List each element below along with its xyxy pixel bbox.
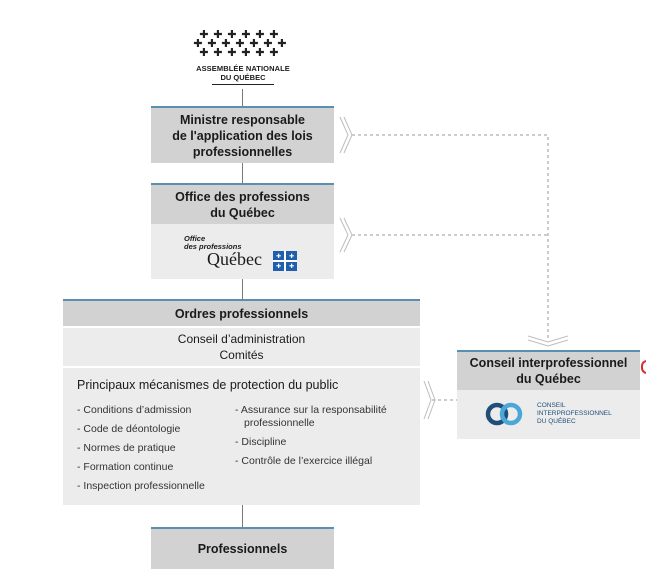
svg-text:✚: ✚ <box>255 28 264 41</box>
svg-text:✚: ✚ <box>221 37 230 50</box>
mecanisme-item-cont: professionnelle <box>244 417 315 429</box>
svg-text:✚: ✚ <box>227 28 236 41</box>
mecanisme-item: - Discipline <box>235 436 287 448</box>
conseil-logo-area: CONSEIL INTERPROFESSIONNEL DU QUÉBEC <box>457 390 640 439</box>
ministre-title: Ministre responsable de l'application de… <box>172 112 313 159</box>
mecanisme-item: - Conditions d’admission <box>77 404 192 416</box>
mecanismes-box: Principaux mécanismes de protection du p… <box>63 368 420 505</box>
office-logo-area: Office des professions Québec ✚ ✚ ✚ ✚ <box>151 224 334 279</box>
svg-text:✚: ✚ <box>241 28 250 41</box>
quebec-flag-icon: ✚ ✚ ✚ ✚ <box>273 251 297 271</box>
cipq-logo-line-3: DU QUÉBEC <box>537 418 576 425</box>
mecanisme-item: - Code de déontologie <box>77 423 181 435</box>
cipq-logo-line-1: CONSEIL <box>537 402 566 409</box>
conseil-title: Conseil interprofessionnel du Québec <box>469 356 628 386</box>
conseil-top-line <box>457 350 640 352</box>
connector-ordres-professionnels <box>242 505 243 527</box>
svg-text:✚: ✚ <box>289 263 294 270</box>
ordres-conseil-box: Conseil d’administration Comités <box>63 326 420 366</box>
logo-line-1: ASSEMBLÉE NATIONALE <box>196 64 290 73</box>
professionnels-box: Professionnels <box>151 527 334 569</box>
assemblee-nationale-logo: ✚✚✚✚✚✚ ✚✚✚✚✚✚✚ ✚✚✚✚✚✚ ASSEMBLÉE NATIONAL… <box>190 28 296 90</box>
mecanisme-item: - Inspection professionnelle <box>77 480 205 492</box>
svg-text:✚: ✚ <box>263 37 272 50</box>
svg-text:✚: ✚ <box>199 28 208 41</box>
ordres-conseil-text: Conseil d’administration Comités <box>177 332 306 362</box>
svg-text:✚: ✚ <box>235 37 244 50</box>
svg-text:✚: ✚ <box>276 263 281 270</box>
svg-text:✚: ✚ <box>227 46 236 59</box>
connector-office-ordres <box>242 279 243 299</box>
office-logo-quebec: Québec <box>207 249 262 269</box>
svg-text:✚: ✚ <box>269 28 278 41</box>
red-edge-mark <box>641 360 646 374</box>
ordres-title-box: Ordres professionnels <box>63 301 420 326</box>
fleur-de-lys-icon: ✚✚✚✚✚✚ ✚✚✚✚✚✚✚ ✚✚✚✚✚✚ <box>193 28 286 59</box>
svg-text:✚: ✚ <box>277 37 286 50</box>
svg-text:✚: ✚ <box>193 37 202 50</box>
mecanismes-title: Principaux mécanismes de protection du p… <box>77 378 339 392</box>
mecanisme-item: - Formation continue <box>77 461 174 473</box>
cipq-logo-line-2: INTERPROFESSIONNEL <box>537 410 612 417</box>
mecanisme-item: - Normes de pratique <box>77 442 176 454</box>
connector-logo-ministre <box>242 89 243 106</box>
conseil-title-box: Conseil interprofessionnel du Québec <box>457 352 640 390</box>
office-box: Office des professions du Québec <box>151 183 334 224</box>
svg-text:✚: ✚ <box>249 37 258 50</box>
logo-underline <box>212 84 274 85</box>
svg-text:✚: ✚ <box>199 46 208 59</box>
ordres-top-line <box>63 299 420 301</box>
svg-text:✚: ✚ <box>276 253 281 260</box>
mecanisme-item: - Contrôle de l’exercice illégal <box>235 455 373 467</box>
cipq-rings-icon <box>485 402 523 426</box>
mecanismes-left-list: - Conditions d’admission - Code de déont… <box>77 401 205 496</box>
office-logo-small-2: des professions <box>184 242 242 251</box>
professionnels-title: Professionnels <box>197 542 288 556</box>
svg-text:✚: ✚ <box>269 46 278 59</box>
svg-text:✚: ✚ <box>289 253 294 260</box>
ministre-box: Ministre responsable de l'application de… <box>151 106 334 163</box>
svg-text:✚: ✚ <box>207 37 216 50</box>
svg-text:✚: ✚ <box>213 28 222 41</box>
logo-line-2: DU QUÉBEC <box>220 73 266 82</box>
connector-ministre-office <box>242 163 243 183</box>
mecanismes-right-list: - Assurance sur la responsabilité profes… <box>235 404 387 471</box>
svg-text:✚: ✚ <box>241 46 250 59</box>
office-logo-small-1: Office <box>184 234 206 243</box>
mecanisme-item: - Assurance sur la responsabilité <box>235 404 387 416</box>
svg-text:✚: ✚ <box>255 46 264 59</box>
office-title: Office des professions du Québec <box>175 189 310 220</box>
ordres-title: Ordres professionnels <box>174 306 309 321</box>
svg-text:✚: ✚ <box>213 46 222 59</box>
